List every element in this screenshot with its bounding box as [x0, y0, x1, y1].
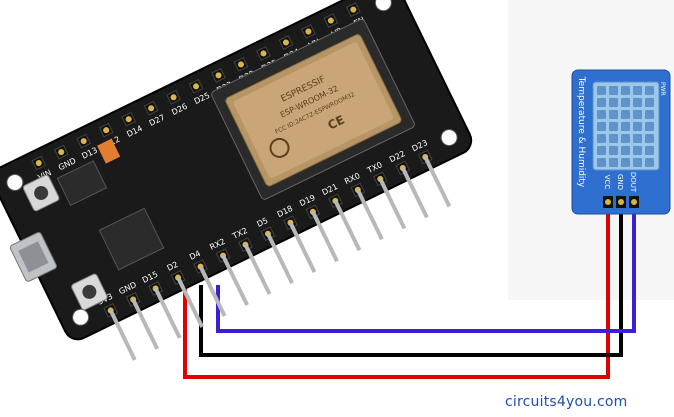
- boot-button-cap: [34, 186, 49, 201]
- vent-hole: [645, 86, 654, 95]
- pin-pad: [125, 116, 132, 123]
- mounting-hole: [72, 308, 90, 326]
- vent-hole: [609, 110, 618, 119]
- pin-leg: [153, 287, 182, 339]
- vent-hole: [609, 98, 618, 107]
- pin-leg: [131, 298, 160, 350]
- vent-hole: [597, 122, 606, 131]
- usb-uart-chip: [98, 207, 165, 271]
- wire-data: [216, 212, 636, 333]
- pin-leg: [108, 309, 137, 361]
- pin-pad: [282, 39, 289, 46]
- pin-label-d4: D4: [188, 249, 202, 262]
- vent-hole: [609, 134, 618, 143]
- sensor-vent-grid: [597, 86, 654, 167]
- sensor-pin-label-dout: DOUT: [629, 172, 637, 193]
- wire-power: [183, 212, 610, 379]
- vent-hole: [609, 146, 618, 155]
- vent-hole: [633, 134, 642, 143]
- esp-wroom-module: ESPRESSIF ESP-WROOM-32 FCC ID:2AC7Z-ESPW…: [211, 19, 415, 200]
- pin-pad: [260, 50, 267, 57]
- pin-pad: [58, 149, 65, 156]
- vent-hole: [621, 146, 630, 155]
- esp32-board: VINGNDD13D12D14D27D26D25D33D32D35D34VNVP…: [0, 0, 473, 361]
- pin-leg: [288, 221, 317, 274]
- vent-hole: [645, 158, 654, 167]
- pin-leg: [243, 243, 272, 295]
- vent-hole: [609, 122, 618, 131]
- pin-leg: [356, 188, 384, 241]
- sensor-pin-pad: [631, 199, 637, 205]
- vent-hole: [645, 110, 654, 119]
- vent-hole: [645, 122, 654, 131]
- sensor-pin-pad: [605, 199, 611, 205]
- vent-hole: [597, 86, 606, 95]
- vent-hole: [621, 98, 630, 107]
- pin-pad: [103, 127, 110, 134]
- voltage-regulator: [56, 160, 108, 207]
- pin-pad: [305, 28, 312, 35]
- bottom-pin-header: 3V3GNDD15D2D4RX2TX2D5D18D19D21RX0TX0D22D…: [96, 138, 452, 361]
- en-button-cap: [82, 284, 97, 299]
- vent-hole: [645, 146, 654, 155]
- vent-hole: [633, 122, 642, 131]
- pin-pad: [35, 160, 42, 167]
- pin-leg: [423, 156, 452, 208]
- sensor-title: Temperature & Humidity: [576, 76, 586, 188]
- ce-mark: CE: [325, 113, 346, 133]
- pin-leg: [311, 210, 339, 263]
- vent-hole: [633, 158, 642, 167]
- pwr-label: PWR: [659, 82, 666, 96]
- pin-leg: [266, 232, 294, 285]
- vent-hole: [597, 98, 606, 107]
- pin-leg: [198, 265, 227, 317]
- pin-pad: [170, 94, 177, 101]
- vent-hole: [621, 122, 630, 131]
- pin-leg: [378, 178, 407, 230]
- vent-hole: [633, 98, 642, 107]
- mounting-hole: [6, 173, 24, 191]
- vent-hole: [621, 86, 630, 95]
- vent-hole: [609, 86, 618, 95]
- pin-pad: [148, 105, 155, 112]
- sensor-pin-pad: [618, 199, 624, 205]
- usb-port: [9, 231, 57, 282]
- vent-hole: [633, 146, 642, 155]
- vent-hole: [633, 110, 642, 119]
- pin-label-d5: D5: [255, 216, 269, 229]
- sensor-pin-header: VCC GND DOUT: [603, 172, 639, 208]
- pin-pad: [327, 17, 334, 24]
- pin-pad: [80, 138, 87, 145]
- pin-leg: [333, 199, 362, 252]
- sensor-pin-label-gnd: GND: [616, 174, 624, 190]
- vent-hole: [621, 110, 630, 119]
- vent-hole: [597, 134, 606, 143]
- pin-pad: [237, 61, 244, 68]
- vent-hole: [645, 134, 654, 143]
- pin-pad: [193, 83, 200, 90]
- pin-leg: [400, 167, 429, 219]
- tantalum-capacitor: [97, 138, 121, 164]
- mounting-hole: [440, 129, 458, 147]
- credit-text: circuits4you.com: [505, 394, 628, 410]
- vent-hole: [609, 158, 618, 167]
- vent-hole: [645, 98, 654, 107]
- pin-leg: [221, 254, 249, 306]
- vent-hole: [621, 134, 630, 143]
- vent-hole: [597, 110, 606, 119]
- pin-pad: [215, 72, 222, 79]
- vent-hole: [597, 158, 606, 167]
- pin-pad: [350, 6, 357, 13]
- pin-leg: [176, 276, 204, 328]
- pin-label-d2: D2: [166, 260, 180, 273]
- espressif-logo: [269, 137, 290, 158]
- vent-hole: [597, 146, 606, 155]
- mounting-hole: [374, 0, 392, 12]
- vent-hole: [621, 158, 630, 167]
- sensor-pin-label-vcc: VCC: [603, 175, 611, 190]
- vent-hole: [633, 86, 642, 95]
- dht11-sensor: Temperature & Humidity VCC GND DOUT PWR: [571, 69, 671, 215]
